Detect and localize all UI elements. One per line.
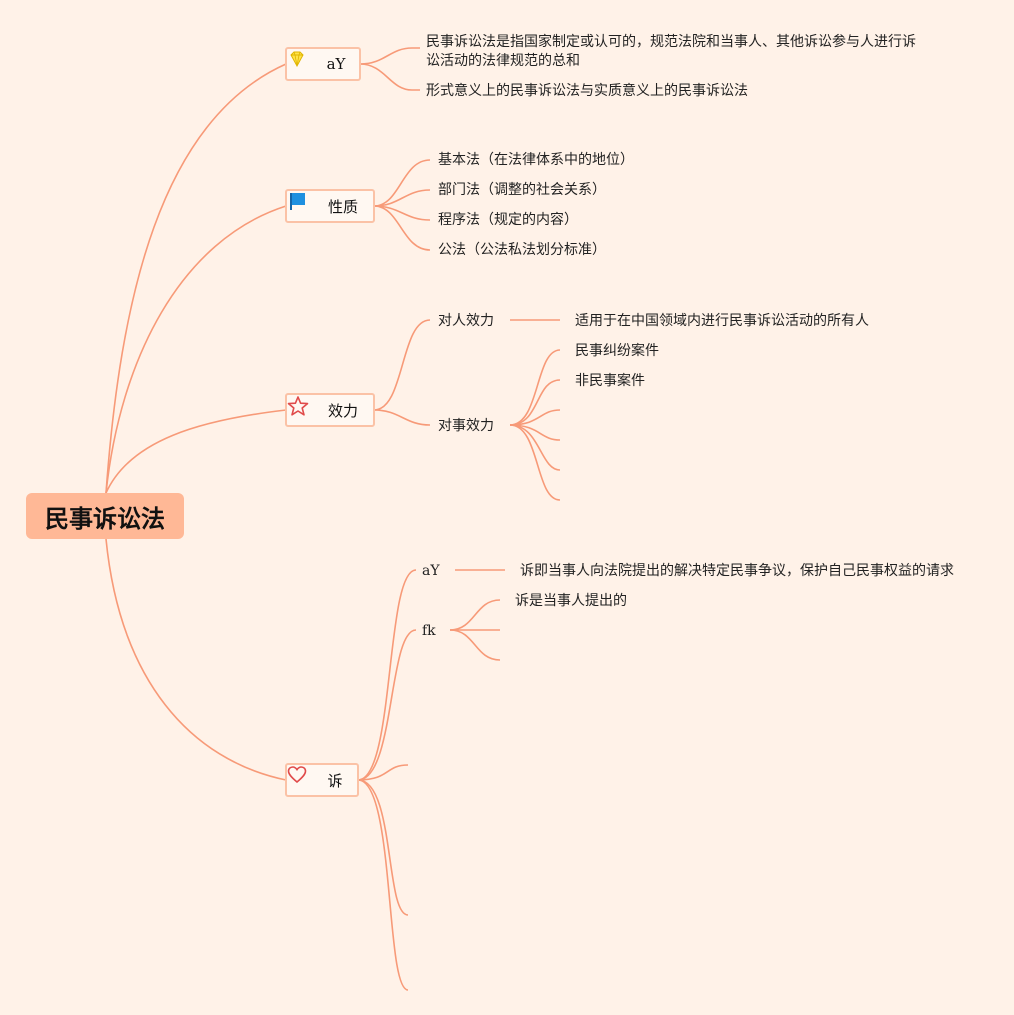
topic-definition-label: aY bbox=[326, 55, 346, 73]
suit-definition-label: aY bbox=[422, 563, 440, 579]
connector-root-effect bbox=[105, 409, 287, 494]
connector-suit-3 bbox=[357, 764, 409, 781]
effect-matter-label: 对事效力 bbox=[438, 418, 494, 434]
connector-suit-5 bbox=[357, 779, 409, 991]
effect-person-label: 对人效力 bbox=[438, 313, 494, 329]
topic-nature[interactable]: 性质 bbox=[285, 189, 375, 223]
connector-def-1 bbox=[359, 47, 420, 65]
connector-matter-5 bbox=[509, 424, 561, 471]
definition-text-line2: 讼活动的法律规范的总和 bbox=[426, 53, 580, 69]
heart-icon bbox=[287, 766, 321, 790]
star-icon bbox=[287, 396, 322, 420]
connector-effect-person bbox=[373, 319, 431, 411]
connector-matter-6 bbox=[509, 424, 561, 501]
topic-suit[interactable]: 诉 bbox=[285, 763, 359, 797]
topic-suit-label: 诉 bbox=[327, 771, 343, 790]
connector-suit-4 bbox=[357, 779, 409, 916]
suit-feature-item-1: 诉是当事人提出的 bbox=[515, 593, 627, 609]
topic-effect-label: 效力 bbox=[327, 401, 358, 420]
connector-root-suit bbox=[105, 538, 287, 781]
suit-definition-detail: 诉即当事人向法院提出的解决特定民事争议，保护自己民事权益的请求 bbox=[520, 563, 954, 579]
topic-effect[interactable]: 效力 bbox=[285, 393, 375, 427]
effect-matter-noncivil: 非民事案件 bbox=[575, 373, 645, 389]
effect-matter-civil: 民事纠纷案件 bbox=[575, 343, 659, 359]
nature-item-department: 部门法（调整的社会关系） bbox=[438, 182, 606, 198]
connector-suit-feature bbox=[357, 629, 417, 781]
definition-text-forms: 形式意义上的民事诉讼法与实质意义上的民事诉讼法 bbox=[426, 83, 748, 99]
topic-nature-label: 性质 bbox=[327, 197, 358, 216]
nature-item-procedure: 程序法（规定的内容） bbox=[438, 212, 578, 228]
root-topic[interactable]: 民事诉讼法 bbox=[26, 493, 184, 539]
connector-matter-1 bbox=[509, 349, 561, 426]
connector-nature-4 bbox=[373, 205, 431, 251]
nature-item-basic: 基本法（在法律体系中的地位） bbox=[438, 152, 634, 168]
connector-effect-matter bbox=[373, 409, 431, 426]
diamond-icon bbox=[290, 51, 321, 74]
connector-def-2 bbox=[359, 63, 420, 91]
connector-root-nature bbox=[105, 205, 287, 494]
effect-person-detail: 适用于在中国领域内进行民事诉讼活动的所有人 bbox=[575, 313, 869, 329]
suit-feature-label: fk bbox=[422, 623, 436, 639]
definition-text-line1: 民事诉讼法是指国家制定或认可的，规范法院和当事人、其他诉讼参与人进行诉 bbox=[426, 34, 916, 50]
connector-feature-1 bbox=[449, 599, 501, 631]
topic-definition[interactable]: aY bbox=[285, 47, 361, 81]
connector-nature-1 bbox=[373, 159, 431, 207]
flag-icon bbox=[290, 193, 322, 216]
nature-item-public: 公法（公法私法划分标准） bbox=[438, 242, 606, 258]
connector-matter-2 bbox=[509, 379, 561, 426]
connector-feature-3 bbox=[449, 629, 501, 661]
connector-root-definition bbox=[105, 63, 287, 494]
connector-suit-def bbox=[357, 569, 417, 781]
